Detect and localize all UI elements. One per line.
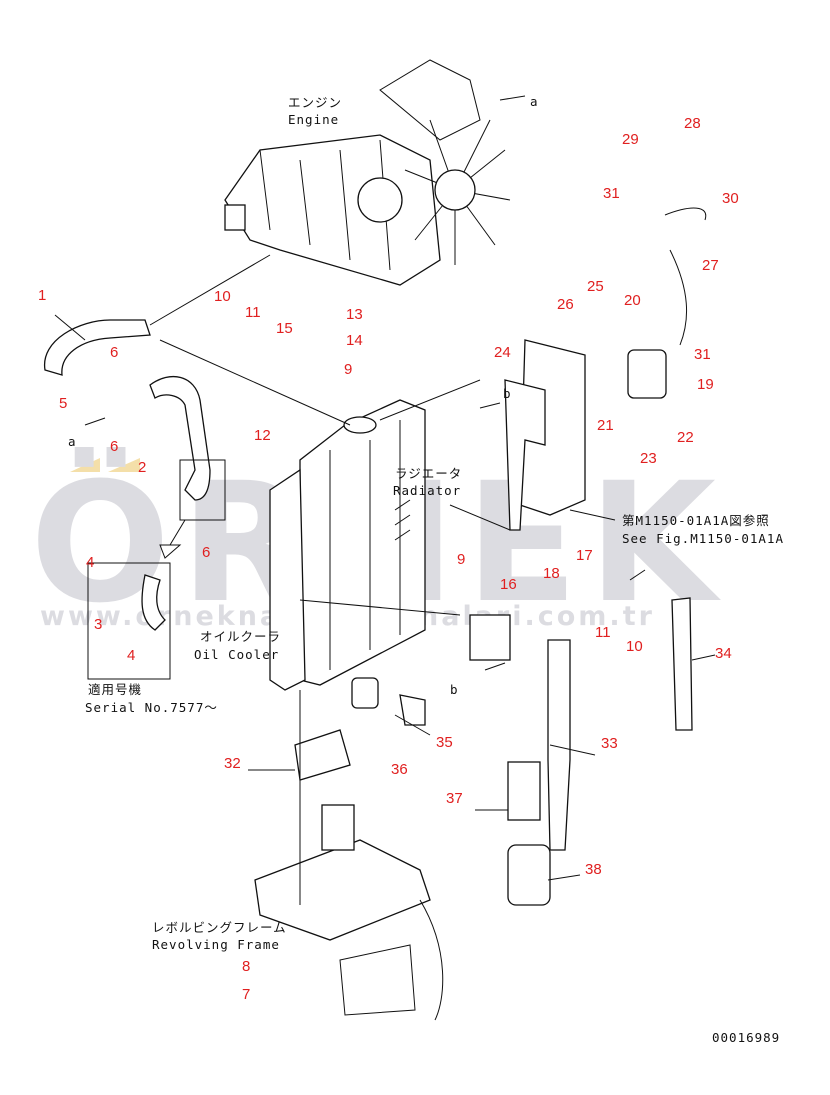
ref-a: a [68,434,77,449]
part-number: 34 [715,645,732,662]
part-number: 19 [697,376,714,393]
part-number: 30 [722,190,739,207]
part-number: 22 [677,429,694,446]
part-numbers: 1 2 3 4 4 5 6 6 6 7 8 9 9 10 10 11 11 12… [38,115,739,1003]
part-number: 17 [576,547,593,564]
frame-label-en: Revolving Frame [152,937,280,952]
see-fig-label-jp: 第M1150-01A1A図参照 [622,513,770,528]
part-number: 18 [543,565,560,582]
part-number: 2 [138,459,146,476]
part-number: 32 [224,755,241,772]
part-number: 23 [640,450,657,467]
part-number: 24 [494,344,511,361]
part-number: 27 [702,257,719,274]
part-number: 29 [622,131,639,148]
part-number: 9 [344,361,352,378]
part-number: 6 [202,544,210,561]
part-number: 4 [127,647,135,664]
part-number: 25 [587,278,604,295]
part-number: 6 [110,344,118,361]
radiator-drawing [269,399,646,691]
part-number: 38 [585,861,602,878]
oil-cooler-label-jp: オイルクーラ [200,629,281,644]
part-number: 14 [346,332,363,349]
part-number: 9 [457,551,465,568]
ref-b: b [503,386,512,401]
see-fig-label-en: See Fig.M1150-01A1A [622,531,784,546]
engine-label-jp: エンジン [288,95,342,110]
part-number: 12 [254,427,271,444]
revolving-frame-drawing [254,804,444,1021]
leader-lines [54,95,716,905]
part-number: 10 [626,638,643,655]
serial-label-jp: 適用号機 [88,682,142,697]
oil-cooler-label-en: Oil Cooler [194,647,279,662]
part-number: 5 [59,395,67,412]
engine-label-en: Engine [288,112,339,127]
part-number: 26 [557,296,574,313]
part-number: 36 [391,761,408,778]
part-number: 20 [624,292,641,309]
part-number: 37 [446,790,463,807]
ref-a: a [530,94,539,109]
radiator-label-en: Radiator [393,483,461,498]
part-number: 33 [601,735,618,752]
drawing-number: 00016989 [712,1030,780,1045]
part-number: 6 [110,438,118,455]
ref-b: b [450,682,459,697]
part-number: 8 [242,958,250,975]
serial-label-en: Serial No.7577～ [85,700,218,715]
part-number: 1 [38,287,46,304]
part-number: 16 [500,576,517,593]
radiator-label-jp: ラジエータ [395,466,462,481]
part-number: 28 [684,115,701,132]
part-number: 3 [94,616,102,633]
brackets-and-tank [294,207,707,906]
callout-labels: エンジン Engine ラジエータ Radiator オイルクーラ Oil Co… [68,94,784,1045]
part-number: 31 [694,346,711,363]
part-number: 31 [603,185,620,202]
frame-label-jp: レボルビングフレーム [152,920,287,935]
part-number: 15 [276,320,293,337]
part-number: 10 [214,288,231,305]
part-number: 11 [245,304,261,321]
part-number: 35 [436,734,453,751]
part-number: 21 [597,417,614,434]
part-number: 13 [346,306,363,323]
hoses [44,319,226,680]
part-number: 4 [86,554,94,571]
part-number: 11 [595,624,611,641]
engine-drawing [224,59,511,286]
part-number: 7 [242,986,250,1003]
